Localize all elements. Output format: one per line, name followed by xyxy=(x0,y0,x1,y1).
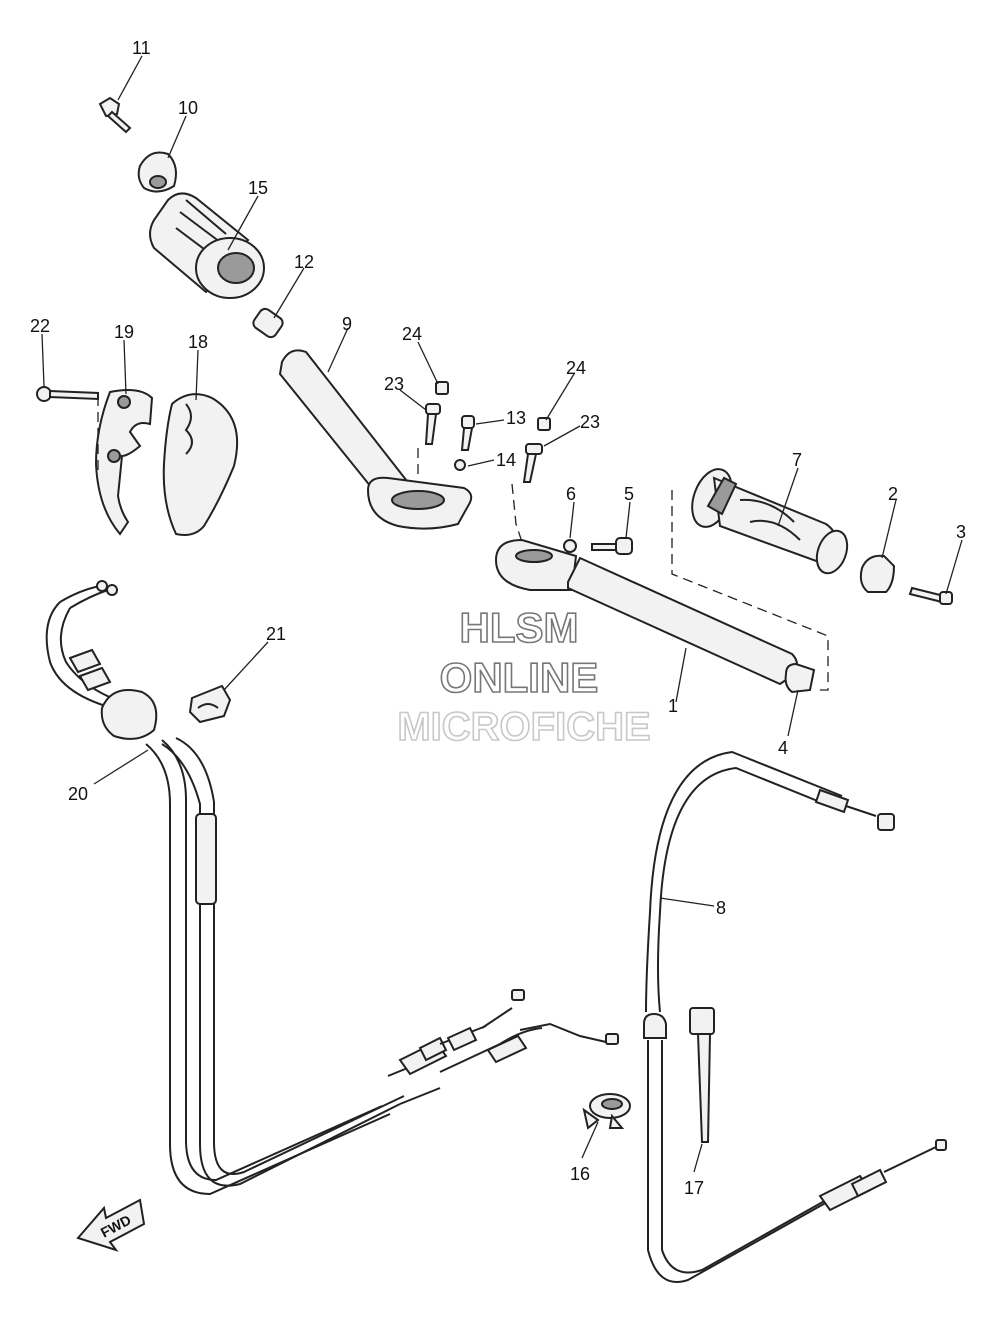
callout-21: 21 xyxy=(266,624,286,644)
callout-5: 5 xyxy=(624,484,634,504)
part-20-throttle-cables[interactable] xyxy=(45,580,619,1196)
alignment-line-left-mount xyxy=(417,448,523,543)
part-11-bolt[interactable] xyxy=(98,96,132,134)
watermark-line-2: ONLINE xyxy=(440,654,599,701)
part-23-bolt-left[interactable] xyxy=(424,403,441,445)
callout-labels: 1 2 3 4 5 6 7 8 9 10 11 12 13 14 15 16 1… xyxy=(30,38,966,1198)
callout-24-left: 24 xyxy=(402,324,422,344)
part-10-bar-end-weight[interactable] xyxy=(137,151,177,193)
callout-4: 4 xyxy=(778,738,788,758)
part-6-washer[interactable] xyxy=(563,539,577,553)
callout-11: 11 xyxy=(132,38,151,58)
part-21-cable-clamp[interactable] xyxy=(188,684,232,724)
part-4-collar[interactable] xyxy=(784,662,816,694)
callout-22: 22 xyxy=(30,316,50,336)
watermark-line-3: MICROFICHE xyxy=(397,705,650,749)
callout-9: 9 xyxy=(342,314,352,334)
callout-8: 8 xyxy=(716,898,726,918)
callout-20: 20 xyxy=(68,784,88,804)
alignment-line-right xyxy=(671,490,829,691)
part-9-left-handlebar[interactable] xyxy=(278,349,473,530)
watermark-line-1: HLSM xyxy=(460,604,579,651)
part-16-holder[interactable] xyxy=(582,1093,631,1130)
part-24-nut-right[interactable] xyxy=(537,417,551,431)
part-12-collar[interactable] xyxy=(251,307,285,340)
part-24-nut-left[interactable] xyxy=(435,381,449,395)
callout-16: 16 xyxy=(570,1164,590,1184)
callout-3: 3 xyxy=(956,522,966,542)
fwd-arrow-icon: FWD xyxy=(76,1198,146,1252)
watermark: HLSM ONLINE MICROFICHE xyxy=(397,603,652,750)
part-7-right-grip[interactable] xyxy=(685,464,853,578)
leader-lines xyxy=(41,55,963,1173)
part-13-bolt[interactable] xyxy=(460,415,475,451)
callout-19: 19 xyxy=(114,322,134,342)
part-8-clutch-cable[interactable] xyxy=(643,750,947,1283)
part-3-screw[interactable] xyxy=(908,586,953,605)
callout-12: 12 xyxy=(294,252,314,272)
callout-15: 15 xyxy=(248,178,268,198)
callout-13: 13 xyxy=(506,408,526,428)
callout-2: 2 xyxy=(888,484,898,504)
callout-23-left: 23 xyxy=(384,374,404,394)
callout-14: 14 xyxy=(496,450,516,470)
callout-10: 10 xyxy=(178,98,198,118)
callout-18: 18 xyxy=(188,332,208,352)
part-2-bar-end[interactable] xyxy=(859,554,896,593)
part-15-throttle-grip[interactable] xyxy=(149,192,265,299)
callout-1: 1 xyxy=(668,696,678,716)
alignment-line-switch xyxy=(97,396,104,471)
part-5-bolt[interactable] xyxy=(591,537,633,555)
part-19-switch-housing-upper[interactable] xyxy=(94,389,154,536)
part-23-bolt-right[interactable] xyxy=(522,443,543,483)
callout-24-right: 24 xyxy=(566,358,586,378)
part-18-switch-housing-lower[interactable] xyxy=(162,393,239,536)
part-14-washer[interactable] xyxy=(454,459,466,471)
callout-6: 6 xyxy=(566,484,576,504)
callout-23-right: 23 xyxy=(580,412,600,432)
callout-17: 17 xyxy=(684,1178,704,1198)
part-17-cable-tie[interactable] xyxy=(689,1007,715,1143)
part-22-screw[interactable] xyxy=(36,386,99,402)
callout-7: 7 xyxy=(792,450,802,470)
